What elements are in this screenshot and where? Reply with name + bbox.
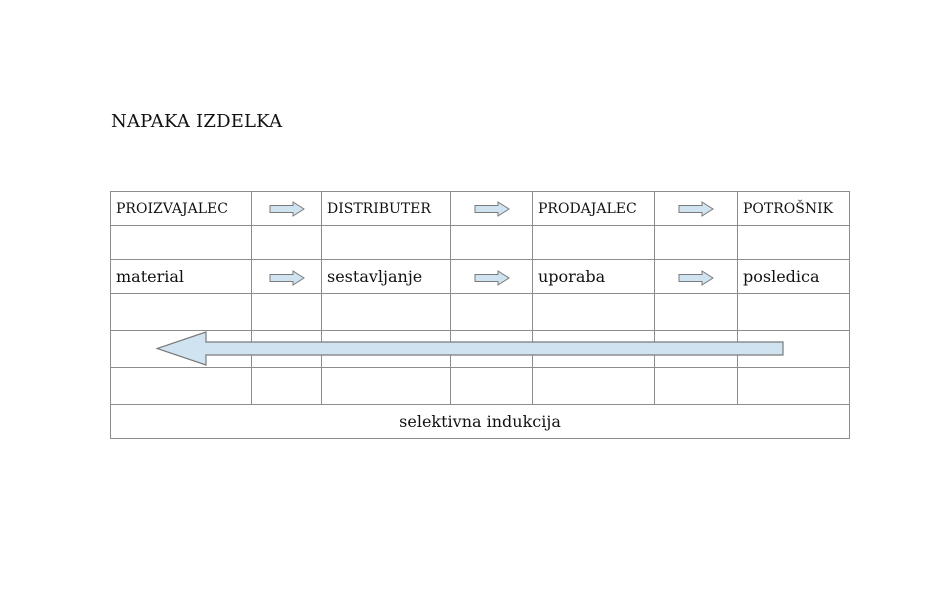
empty-cell [737, 367, 850, 405]
empty-cell [532, 293, 655, 331]
right-arrow-icon [251, 191, 322, 226]
empty-row [110, 293, 850, 331]
right-arrow-icon [654, 259, 738, 294]
empty-cell [251, 293, 322, 331]
empty-cell [110, 367, 252, 405]
empty-cell [737, 225, 850, 260]
right-arrow-icon [251, 259, 322, 294]
empty-cell [737, 293, 850, 331]
step-cell-uporaba: uporaba [532, 259, 655, 294]
empty-cell [251, 367, 322, 405]
left-arrow-icon [156, 331, 784, 366]
header-cell-potrosnik: POTROŠNIK [737, 191, 850, 226]
footer-row: selektivna indukcija [110, 404, 850, 439]
header-row: PROIZVAJALEC DISTRIBUTER PRODAJALEC POTR… [110, 191, 850, 226]
empty-cell [321, 367, 451, 405]
flow-table: PROIZVAJALEC DISTRIBUTER PRODAJALEC POTR… [110, 191, 850, 439]
step-cell-material: material [110, 259, 252, 294]
empty-cell [450, 367, 533, 405]
right-arrow-icon [450, 191, 533, 226]
right-arrow-icon [450, 259, 533, 294]
empty-cell [450, 225, 533, 260]
empty-cell [654, 225, 738, 260]
header-cell-prodajalec: PRODAJALEC [532, 191, 655, 226]
empty-cell [737, 330, 850, 368]
empty-cell [654, 293, 738, 331]
empty-cell [110, 225, 252, 260]
header-cell-proizvajalec: PROIZVAJALEC [110, 191, 252, 226]
empty-cell [450, 293, 533, 331]
header-cell-distributer: DISTRIBUTER [321, 191, 451, 226]
empty-cell [251, 225, 322, 260]
empty-cell [321, 225, 451, 260]
empty-row [110, 367, 850, 405]
empty-row [110, 225, 850, 260]
empty-cell [110, 293, 252, 331]
step-row: material sestavljanje uporaba posledica [110, 259, 850, 294]
step-cell-posledica: posledica [737, 259, 850, 294]
step-cell-sestavljanje: sestavljanje [321, 259, 451, 294]
empty-cell [532, 225, 655, 260]
right-arrow-icon [654, 191, 738, 226]
page-title: NAPAKA IZDELKA [111, 111, 283, 132]
empty-cell [321, 293, 451, 331]
footer-cell: selektivna indukcija [110, 404, 850, 439]
empty-cell [654, 367, 738, 405]
empty-cell [532, 367, 655, 405]
